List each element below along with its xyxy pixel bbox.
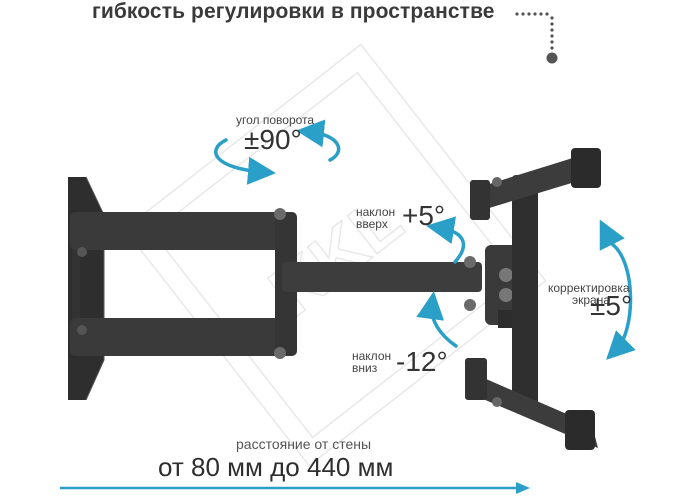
leveling-label-1: корректировка bbox=[548, 281, 630, 295]
tilt-down-label-2: вниз bbox=[352, 361, 378, 375]
vesa-frame bbox=[465, 148, 601, 450]
tilt-up-value: +5° bbox=[402, 200, 446, 231]
page-heading: гибкость регулировки в пространстве bbox=[92, 0, 495, 23]
swivel-label: угол поворота bbox=[236, 113, 315, 127]
distance-value: от 80 мм до 440 мм bbox=[158, 452, 394, 482]
tilt-down-label-1: наклон bbox=[352, 349, 392, 363]
leveling-arrow-icon bbox=[599, 219, 636, 360]
swivel-arrow-icon bbox=[214, 119, 341, 185]
tilt-down-value: -12° bbox=[396, 346, 448, 377]
tilt-down-arrow-icon bbox=[416, 291, 458, 348]
swivel-value: ±90° bbox=[244, 124, 302, 155]
leveling-value: ±5° bbox=[590, 290, 633, 321]
dotted-pointer-icon bbox=[515, 12, 558, 64]
leveling-label-2: экрана bbox=[572, 293, 611, 307]
distance-arrow-icon bbox=[60, 482, 530, 494]
distance-label: расстояние от стены bbox=[236, 436, 372, 452]
tilt-up-label-2: вверх bbox=[356, 217, 388, 231]
tilt-up-label-1: наклон bbox=[356, 205, 396, 219]
watermark-logo: KKL bbox=[123, 43, 547, 467]
tilt-up-arrow-icon bbox=[426, 216, 466, 264]
upper-arm bbox=[282, 256, 482, 311]
lower-arm bbox=[70, 208, 297, 359]
